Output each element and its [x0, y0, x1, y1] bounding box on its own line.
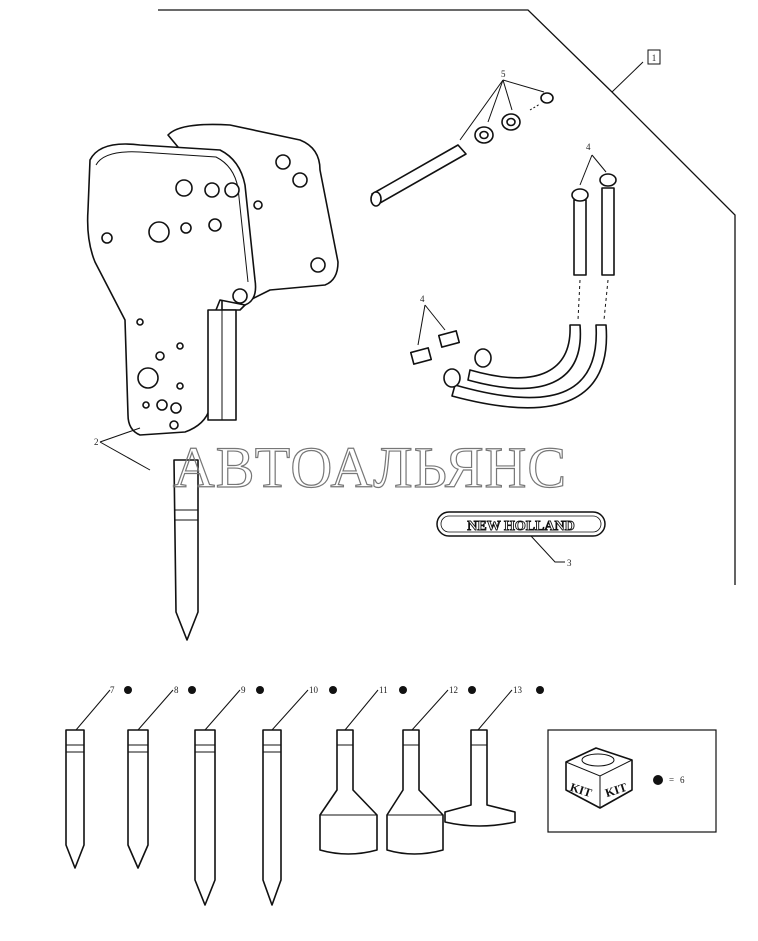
callout-4-fittings: 4 — [420, 294, 425, 304]
tool-9: 9 — [194, 685, 264, 906]
tool-11-number: 11 — [379, 685, 388, 695]
callout-4-top: 4 — [586, 142, 591, 152]
kit-dot — [653, 775, 663, 785]
tool-8-dot — [188, 686, 196, 694]
breaker-bracket — [86, 123, 339, 436]
fitting-leader-a — [424, 304, 446, 331]
decal-leader — [530, 535, 565, 563]
bracket-leader-a — [99, 427, 141, 443]
callout-3: 3 — [567, 558, 572, 568]
tool-13-dot — [536, 686, 544, 694]
kit-label-left: KIT — [568, 780, 593, 800]
pin-leader-d — [502, 79, 545, 93]
tool-9-number: 9 — [241, 685, 246, 695]
hose-leader-a — [579, 154, 593, 186]
pin-leader-a — [459, 79, 504, 141]
tool-12-number: 12 — [449, 685, 458, 695]
bracket-leader-b — [99, 441, 151, 471]
decal-text: NEW HOLLAND — [467, 519, 574, 534]
tool-11-dot — [399, 686, 407, 694]
tool-9-dot — [256, 686, 264, 694]
pin-leader-b — [487, 79, 504, 123]
pin-assembly — [370, 92, 554, 207]
pin-leader-c — [502, 79, 513, 111]
tool-12-dot — [468, 686, 476, 694]
tool-13-number: 13 — [513, 685, 523, 695]
tool-10: 10 — [262, 685, 337, 906]
callout-5: 5 — [501, 69, 506, 79]
item-1-box — [647, 49, 661, 65]
tool-7: 7 — [65, 685, 132, 869]
tool-13: 13 — [444, 685, 544, 827]
brand-decal: NEW HOLLAND — [436, 511, 606, 537]
tool-8: 8 — [127, 685, 196, 869]
kit-equals: = — [669, 775, 674, 785]
tool-8-number: 8 — [174, 685, 179, 695]
hose-fittings — [409, 330, 461, 365]
item-1-label: 1 — [652, 53, 657, 63]
tool-10-number: 10 — [309, 685, 319, 695]
tool-7-number: 7 — [110, 685, 115, 695]
kit-box: KIT KIT = 6 — [547, 729, 717, 833]
callout-6: 6 — [680, 775, 685, 785]
box-leader — [611, 61, 644, 93]
tool-11: 11 — [319, 685, 407, 855]
tool-7-dot — [124, 686, 132, 694]
callout-2: 2 — [94, 437, 99, 447]
breaker-chisel — [173, 459, 199, 641]
tool-10-dot — [329, 686, 337, 694]
fitting-leader-b — [417, 304, 426, 346]
hydraulic-hoses — [443, 173, 617, 409]
watermark-text: АВТОАЛЬЯНС — [173, 435, 567, 500]
tool-12: 12 — [386, 685, 476, 855]
hose-leader-b — [591, 154, 607, 173]
kit-label-right: KIT — [603, 780, 628, 800]
